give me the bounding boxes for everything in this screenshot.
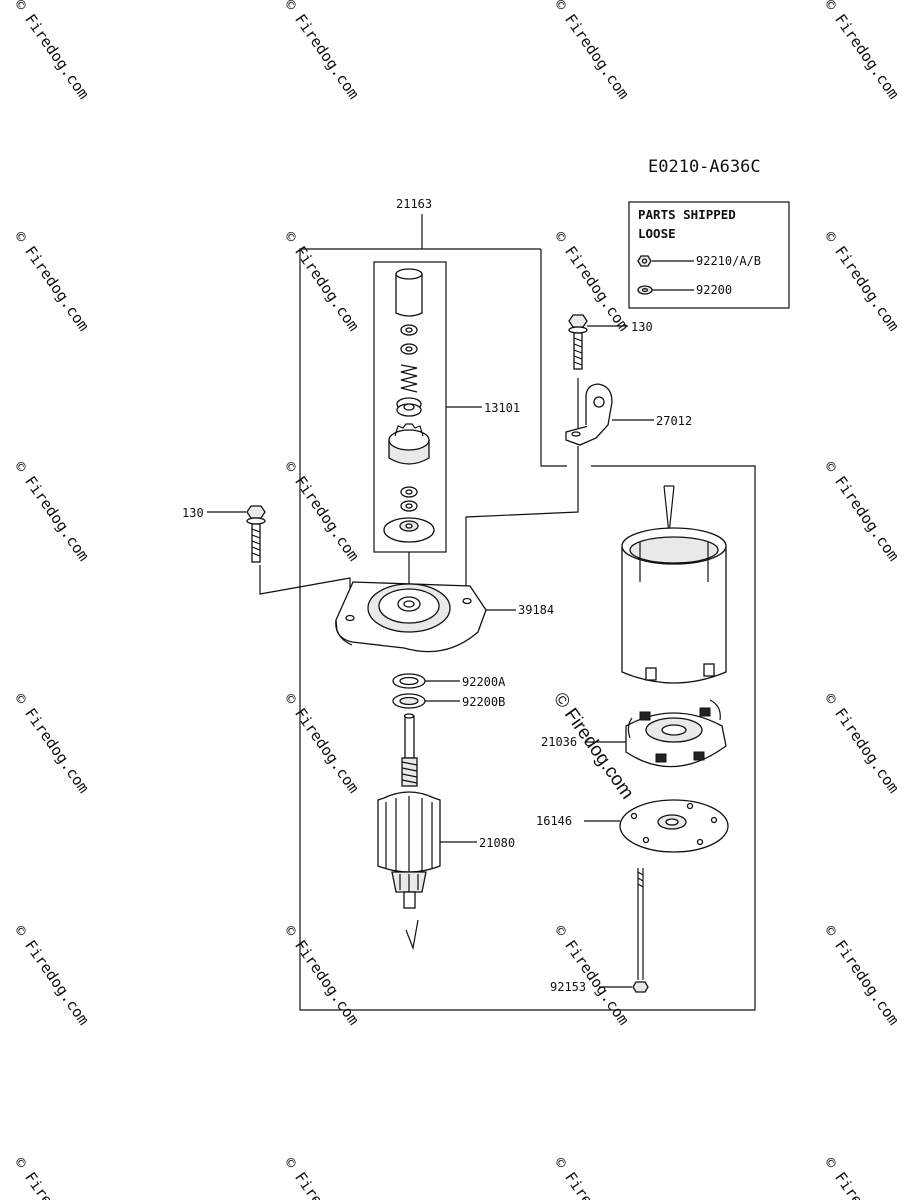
parts-shipped-loose-legend: PARTS SHIPPED LOOSE 92210/A/B 92200 xyxy=(628,201,790,309)
watermark: © Firedog.com xyxy=(281,690,363,796)
washer-a: 92200A xyxy=(392,673,506,689)
callout-21080: 21080 xyxy=(479,836,515,850)
callout-92153: 92153 xyxy=(550,980,586,994)
assembly-outline: 21163 xyxy=(299,197,756,1011)
legend-item-washer: 92200 xyxy=(696,283,732,297)
watermark: © Firedog.com xyxy=(551,922,633,1028)
watermark: © Firedog.com xyxy=(281,1154,363,1200)
legend-title-line2: LOOSE xyxy=(638,226,676,241)
legend-title-line1: PARTS SHIPPED xyxy=(638,207,736,222)
callout-130-left: 130 xyxy=(182,506,204,520)
callout-92200A: 92200A xyxy=(462,675,506,689)
watermark: © Firedog.com xyxy=(11,922,93,1028)
watermark: © Firedog.com xyxy=(11,458,93,564)
bolt-top: 130 xyxy=(568,314,653,432)
armature: 21080 xyxy=(377,713,515,951)
callout-92200B: 92200B xyxy=(462,695,505,709)
through-bolt: 92153 xyxy=(550,868,649,994)
watermark: © Firedog.com xyxy=(11,690,93,796)
watermark: © Firedog.com xyxy=(821,1154,903,1200)
watermark: © Firedog.com xyxy=(821,0,903,102)
yoke-housing xyxy=(621,485,727,684)
watermark: © Firedog.com xyxy=(281,458,363,564)
watermark: © Firedog.com xyxy=(551,1154,633,1200)
watermark: © Firedog.com xyxy=(281,922,363,1028)
washer-b: 92200B xyxy=(392,693,505,709)
legend-item-nut: 92210/A/B xyxy=(696,254,761,268)
drive-kit-group: 13101 xyxy=(373,261,520,553)
diagram-code: E0210-A636C xyxy=(648,157,761,177)
callout-16146: 16146 xyxy=(536,814,572,828)
watermark: © Firedog.com xyxy=(821,690,903,796)
watermark: © Firedog.com xyxy=(11,0,93,102)
callout-21036: 21036 xyxy=(541,735,577,749)
nut-icon xyxy=(637,255,652,267)
brush-holder: 21036 xyxy=(541,699,727,768)
watermark: © Firedog.com xyxy=(551,0,633,102)
watermark: © Firedog.com xyxy=(11,228,93,334)
watermark: © Firedog.com xyxy=(281,0,363,102)
end-plate: 16146 xyxy=(536,799,729,853)
watermark: © Firedog.com xyxy=(551,228,633,334)
washer-icon xyxy=(637,285,653,295)
callout-13101: 13101 xyxy=(484,401,520,415)
callout-27012: 27012 xyxy=(656,414,692,428)
watermark: © Firedog.com xyxy=(821,458,903,564)
callout-130-top: 130 xyxy=(631,320,653,334)
assembly-label: 21163 xyxy=(396,197,432,211)
watermark: © Firedog.com xyxy=(281,228,363,334)
watermark: © Firedog.com xyxy=(821,922,903,1028)
callout-39184: 39184 xyxy=(518,603,554,617)
watermark: © Firedog.com xyxy=(11,1154,93,1200)
end-cover: 39184 xyxy=(335,581,554,653)
terminal-bracket: 27012 xyxy=(465,383,692,598)
watermark: © Firedog.com xyxy=(821,228,903,334)
